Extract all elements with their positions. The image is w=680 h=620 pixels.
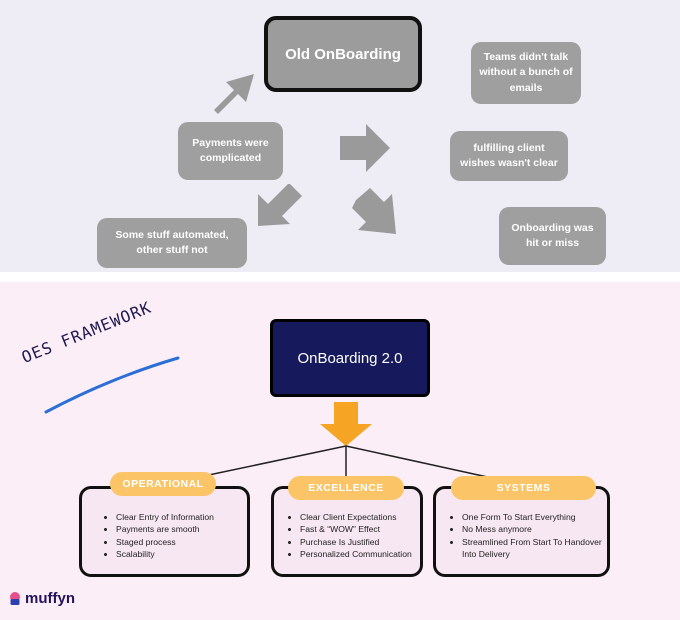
old-onboarding-title: Old OnBoarding xyxy=(264,16,422,92)
pillar-list-excellence: Clear Client Expectations Fast & “WOW” E… xyxy=(274,489,420,561)
pillar-list-operational: Clear Entry of Information Payments are … xyxy=(82,489,247,561)
list-item: Payments are smooth xyxy=(116,523,247,535)
pillar-tag-excellence: EXCELLENCE xyxy=(288,476,404,500)
new-onboarding-title: OnBoarding 2.0 xyxy=(270,319,430,397)
pillar-list-systems: One Form To Start Everything No Mess any… xyxy=(436,489,607,561)
issue-payments: Payments were complicated xyxy=(178,122,283,180)
arrow-icon xyxy=(258,184,302,226)
pillar-card-systems: One Form To Start Everything No Mess any… xyxy=(433,486,610,577)
muffin-logo-icon xyxy=(10,591,20,605)
list-item: Clear Client Expectations xyxy=(300,511,420,523)
arrow-icon xyxy=(320,402,372,446)
list-item: Purchase Is Justified xyxy=(300,536,420,548)
pillar-card-operational: Clear Entry of Information Payments are … xyxy=(79,486,250,577)
list-item: Clear Entry of Information xyxy=(116,511,247,523)
list-item: One Form To Start Everything xyxy=(462,511,607,523)
pillar-tag-operational: OPERATIONAL xyxy=(110,472,216,496)
pillar-tag-systems: SYSTEMS xyxy=(451,476,596,500)
brand-logo: muffyn xyxy=(8,590,75,607)
arrow-icon xyxy=(352,188,396,234)
arrow-icon xyxy=(340,124,390,172)
issue-hit-or-miss: Onboarding was hit or miss xyxy=(499,207,606,265)
list-item: No Mess anymore xyxy=(462,523,607,535)
arrow-icon xyxy=(214,74,254,114)
list-item: Personalized Communication xyxy=(300,548,420,560)
list-item: Fast & “WOW” Effect xyxy=(300,523,420,535)
issue-teams: Teams didn't talk without a bunch of ema… xyxy=(471,42,581,104)
brand-name: muffyn xyxy=(25,590,75,607)
grey-arrows xyxy=(214,74,396,234)
list-item: Scalability xyxy=(116,548,247,560)
list-item: Staged process xyxy=(116,536,247,548)
issue-client-wishes: fulfilling client wishes wasn't clear xyxy=(450,131,568,181)
list-item: Streamlined From Start To Handover Into … xyxy=(462,536,607,561)
issue-automation: Some stuff automated, other stuff not xyxy=(97,218,247,268)
